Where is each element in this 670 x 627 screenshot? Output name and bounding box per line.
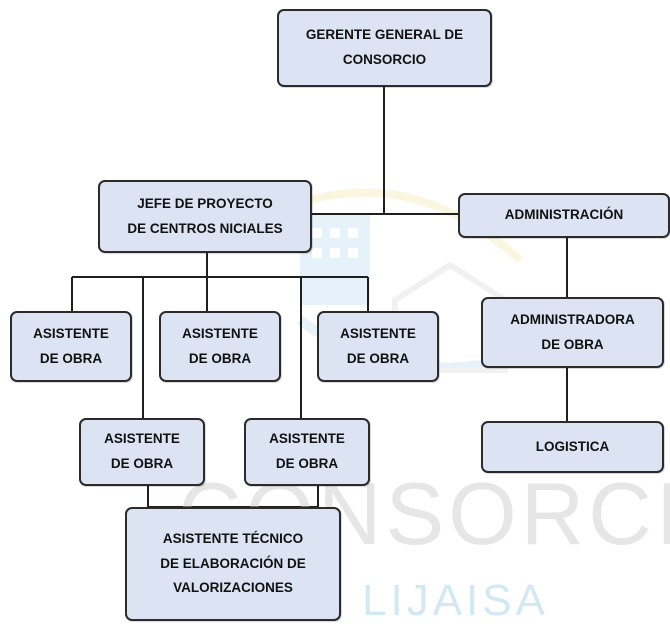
node-line: VALORIZACIONES <box>173 580 293 596</box>
node-line: ASISTENTE <box>33 325 109 341</box>
node-line: ASISTENTE <box>269 431 345 447</box>
node-line: DE CENTROS NICIALES <box>127 220 283 236</box>
node-asistente-obra-4: ASISTENTE DE OBRA <box>79 418 205 486</box>
node-line: LOGISTICA <box>535 438 610 454</box>
node-line: DE OBRA <box>110 456 174 471</box>
node-line: CONSORCIO <box>342 52 427 67</box>
node-line: DE OBRA <box>346 350 410 366</box>
node-line: DE OBRA <box>541 336 604 352</box>
node-line: DE OBRA <box>275 456 339 471</box>
node-line: ASISTENTE <box>104 431 180 447</box>
node-asistente-obra-1: ASISTENTE DE OBRA <box>10 311 132 382</box>
node-administradora-obra: ADMINISTRADORA DE OBRA <box>481 297 664 368</box>
node-asistente-tecnico: ASISTENTE TÉCNICO DE ELABORACIÓN DE VALORI… <box>125 507 341 621</box>
node-asistente-obra-5: ASISTENTE DE OBRA <box>244 418 370 486</box>
node-line: DE OBRA <box>39 350 103 366</box>
watermark-subtext: LIJAISA <box>362 576 549 625</box>
node-administracion: ADMINISTRACIÓN <box>458 193 670 238</box>
node-line: DE OBRA <box>188 350 252 366</box>
node-line: ASISTENTE <box>340 325 416 341</box>
node-jefe-proyecto: JEFE DE PROYECTO DE CENTROS NICIALES <box>98 180 312 253</box>
node-asistente-obra-2: ASISTENTE DE OBRA <box>159 311 281 382</box>
node-line: GERENTE GENERAL DE <box>305 27 464 43</box>
node-gerente-general: GERENTE GENERAL DE CONSORCIO <box>277 9 492 87</box>
node-line: ADMINISTRADORA <box>510 311 635 327</box>
node-line: DE ELABORACIÓN DE <box>160 555 306 571</box>
node-line: ADMINISTRACIÓN <box>504 207 624 223</box>
node-logistica: LOGISTICA <box>481 421 664 473</box>
node-line: ASISTENTE TÉCNICO <box>162 530 304 546</box>
node-line: JEFE DE PROYECTO <box>137 195 273 211</box>
node-line: ASISTENTE <box>182 325 258 341</box>
node-asistente-obra-3: ASISTENTE DE OBRA <box>317 311 439 382</box>
